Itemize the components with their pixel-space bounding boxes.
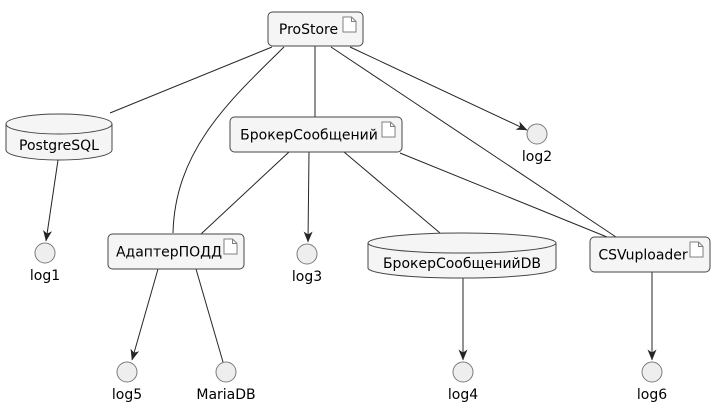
node-mariadb: MariaDB xyxy=(196,361,256,403)
node-label-log1: log1 xyxy=(30,268,60,284)
file-icon xyxy=(342,16,357,33)
node-box-broker-soobshcheniy xyxy=(229,116,403,153)
node-broker-soobshcheniy-db: БрокерСообщенийDB xyxy=(367,232,557,279)
edge-prostore-csvuploader xyxy=(330,46,617,238)
node-cylinder-top-postgresql xyxy=(5,113,113,135)
edge-prostore-postgresql xyxy=(109,46,273,114)
edge-adapter-podd-mariadb xyxy=(195,268,224,363)
node-log5: log5 xyxy=(112,361,142,403)
node-adapter-podd: АдаптерПОДД xyxy=(107,233,245,270)
node-label-log2: log2 xyxy=(522,149,552,165)
node-label-broker-soobshcheniy: БрокерСообщений xyxy=(240,128,378,144)
edge-prostore-adapter-podd xyxy=(172,46,285,234)
node-log4: log4 xyxy=(448,361,478,403)
node-label-csvuploader: CSVuploader xyxy=(598,248,688,264)
file-icon-fold xyxy=(351,17,356,22)
node-label-log4: log4 xyxy=(448,387,478,403)
node-broker-soobshcheniy: БрокерСообщений xyxy=(229,116,403,153)
node-postgresql: PostgreSQL xyxy=(5,113,113,161)
edge-broker-soobshcheniy-csvuploader xyxy=(399,152,608,238)
file-icon-fold xyxy=(232,239,237,244)
node-csvuploader: CSVuploader xyxy=(589,236,711,273)
node-label-mariadb: MariaDB xyxy=(196,387,255,403)
edge-broker-soobshcheniy-adapter-podd xyxy=(200,151,290,235)
interface-circle-log1 xyxy=(34,242,56,264)
node-box-csvuploader xyxy=(589,236,711,273)
edge-broker-soobshcheniy-broker-soobshcheniy-db xyxy=(343,151,441,234)
node-label-broker-soobshcheniy-db: БрокерСообщенийDB xyxy=(383,256,541,272)
interface-circle-log3 xyxy=(296,243,318,265)
node-log2: log2 xyxy=(522,123,552,165)
interface-circle-log4 xyxy=(452,361,474,383)
edge-adapter-podd-log5 xyxy=(130,268,159,361)
node-box-prostore xyxy=(267,11,364,47)
node-log1: log1 xyxy=(30,242,60,284)
node-log6: log6 xyxy=(637,361,667,403)
file-icon-fold xyxy=(390,122,395,127)
edge-postgresql-log1 xyxy=(43,159,59,242)
node-label-postgresql: PostgreSQL xyxy=(19,138,99,154)
node-label-log3: log3 xyxy=(292,269,322,285)
edge-prostore-log2 xyxy=(349,46,528,131)
node-cylinder-top-broker-soobshcheniy-db xyxy=(367,232,557,254)
file-icon xyxy=(689,241,704,258)
edge-broker-soobshcheniy-log3 xyxy=(303,151,313,243)
node-label-prostore: ProStore xyxy=(279,22,338,38)
node-label-log6: log6 xyxy=(637,387,667,403)
file-icon xyxy=(223,238,238,255)
interface-circle-log5 xyxy=(116,361,138,383)
node-log3: log3 xyxy=(292,243,322,285)
file-icon xyxy=(381,121,396,138)
node-box-adapter-podd xyxy=(107,233,245,270)
node-prostore: ProStore xyxy=(267,11,364,47)
node-label-adapter-podd: АдаптерПОДД xyxy=(116,245,222,261)
interface-circle-log6 xyxy=(641,361,663,383)
node-label-log5: log5 xyxy=(112,387,142,403)
interface-circle-mariadb xyxy=(215,361,237,383)
interface-circle-log2 xyxy=(526,123,548,145)
file-icon-fold xyxy=(698,242,703,247)
